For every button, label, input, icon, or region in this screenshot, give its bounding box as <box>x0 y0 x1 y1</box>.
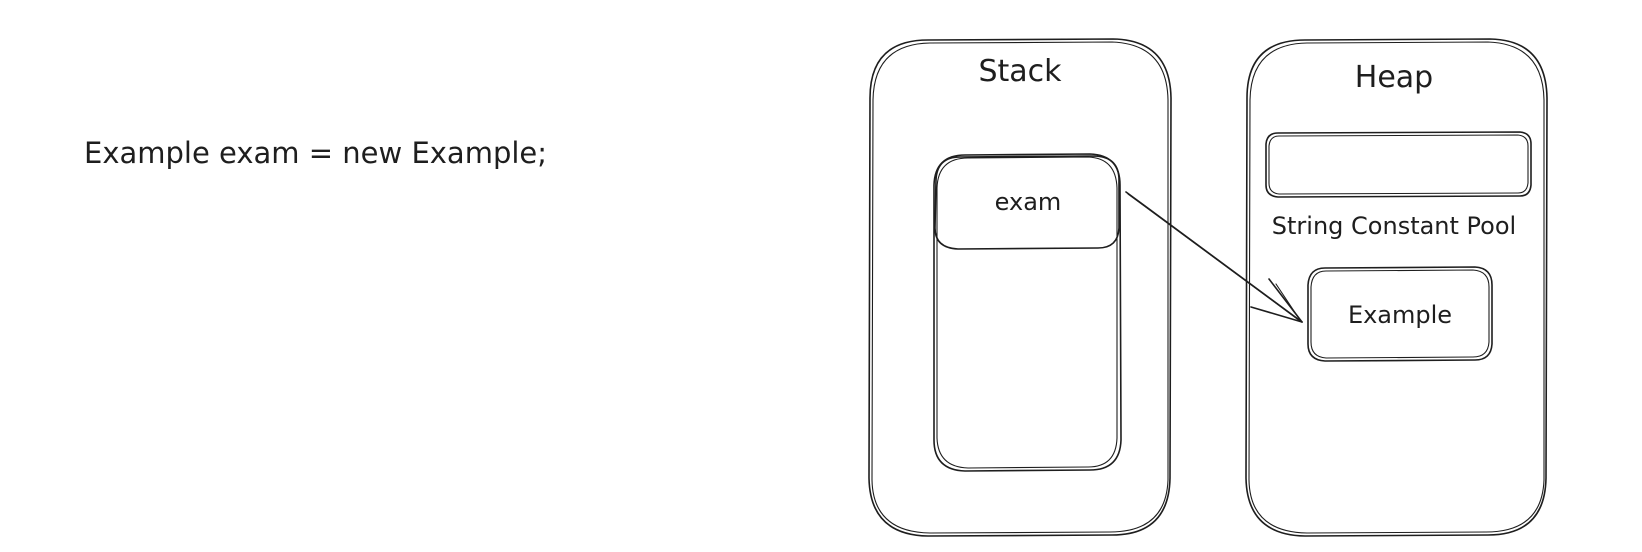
heap-panel: Heap <box>1245 38 1548 537</box>
variable-exam-label: exam <box>995 188 1062 216</box>
reference-arrow <box>1125 191 1303 323</box>
code-statement: Example exam = new Example; <box>84 136 547 170</box>
heap-title: Heap <box>1355 60 1433 95</box>
string-constant-pool-label: String Constant Pool <box>1272 212 1516 240</box>
string-constant-pool: String Constant Pool <box>1265 131 1532 240</box>
heap-object-label: Example <box>1348 301 1452 329</box>
arrowhead-right <box>1250 306 1303 323</box>
stack-title: Stack <box>978 54 1062 89</box>
stack-panel: Stack <box>868 38 1172 537</box>
variable-exam-box: exam <box>934 155 1120 250</box>
heap-object-example: Example <box>1307 266 1493 362</box>
